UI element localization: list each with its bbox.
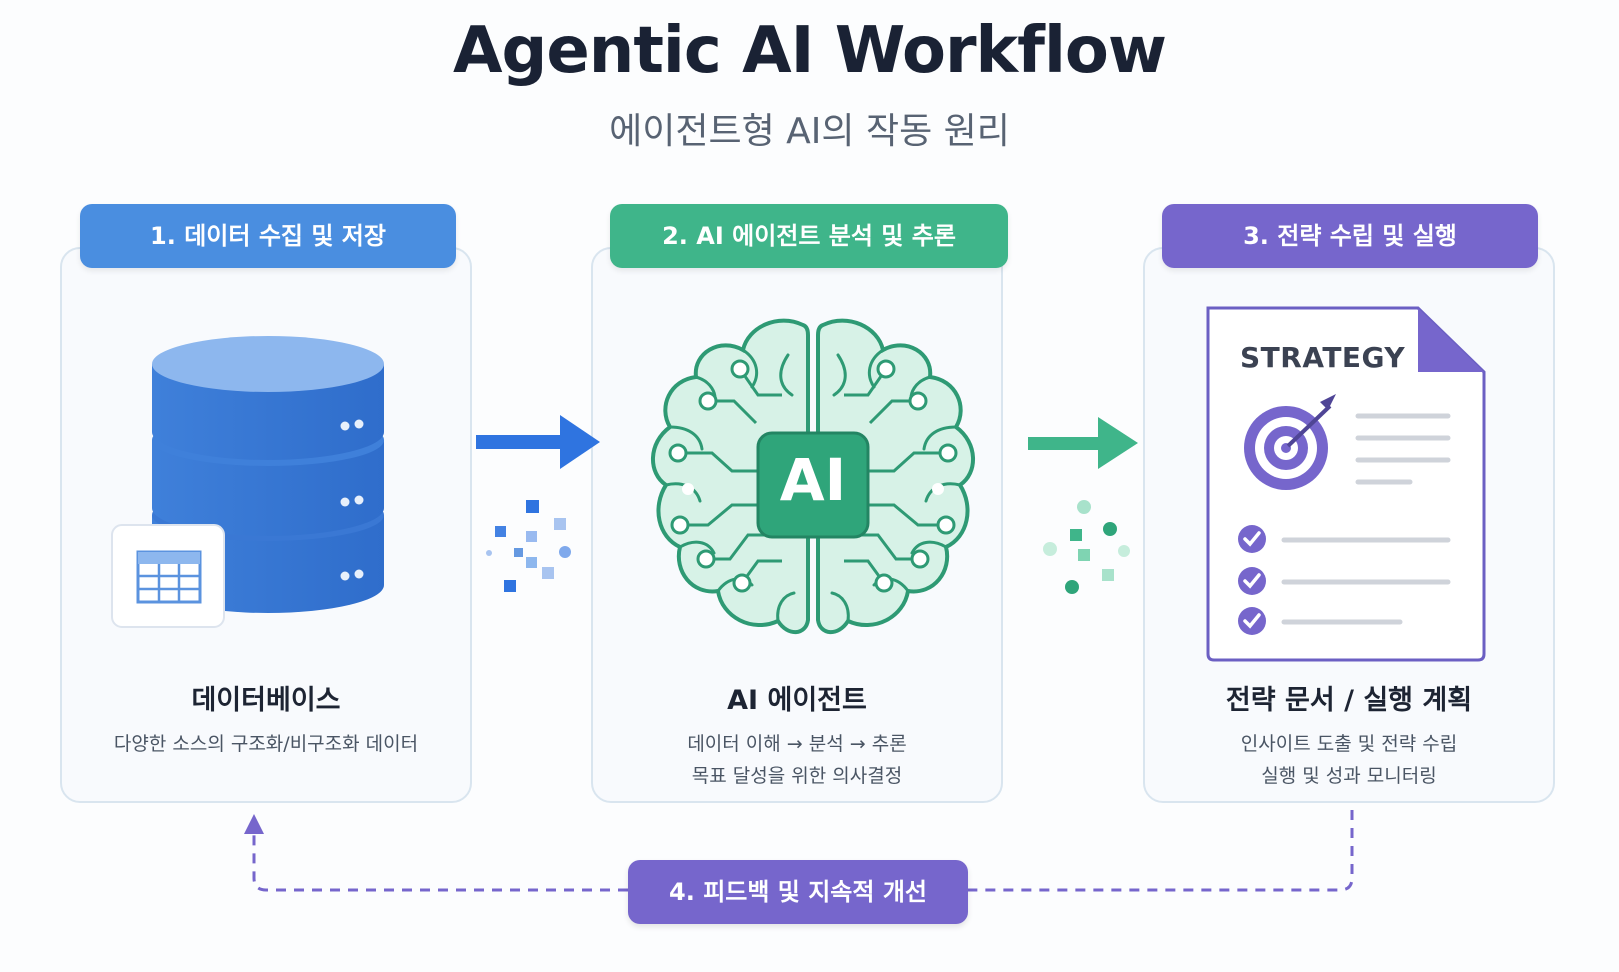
- step-3-desc-line-2: 실행 및 성과 모니터링: [1261, 765, 1437, 787]
- flow-arrow-2: [1028, 417, 1138, 469]
- page-title: Agentic AI Workflow: [453, 14, 1167, 88]
- step-3-tab[interactable]: 3. 전략 수립 및 실행: [1162, 204, 1538, 268]
- feedback-arrowhead-icon: [244, 814, 264, 834]
- data-particles-1: [486, 500, 571, 592]
- step-3-title: 전략 문서 / 실행 계획: [1225, 685, 1473, 716]
- table-icon: [111, 524, 225, 628]
- step-2-desc-line-2: 목표 달성을 위한 의사결정: [691, 765, 903, 787]
- step-1-title: 데이터베이스: [191, 685, 341, 716]
- step-1-tab[interactable]: 1. 데이터 수집 및 저장: [80, 204, 456, 268]
- database-icon: [111, 336, 384, 628]
- flow-arrow-1: [476, 415, 600, 469]
- feedback-step-button[interactable]: 4. 피드백 및 지속적 개선: [628, 860, 968, 924]
- target-icon: [1244, 394, 1336, 490]
- brain-icon: [651, 318, 975, 635]
- step-2-desc-line-1: 데이터 이해 → 분석 → 추론: [687, 733, 907, 755]
- data-particles-2: [1043, 500, 1130, 594]
- strategy-document-icon: [1206, 306, 1486, 662]
- step-3-desc: 인사이트 도출 및 전략 수립 실행 및 성과 모니터링: [1143, 728, 1555, 792]
- step-2-tab[interactable]: 2. AI 에이전트 분석 및 추론: [610, 204, 1008, 268]
- checklist: [1238, 525, 1266, 635]
- step-2-title: AI 에이전트: [727, 685, 867, 716]
- page-subtitle: 에이전트형 AI의 작동 원리: [609, 111, 1010, 152]
- strategy-doc-heading: STRATEGY: [1240, 341, 1406, 374]
- step-3-desc-line-1: 인사이트 도출 및 전략 수립: [1240, 733, 1458, 755]
- step-1-desc: 다양한 소스의 구조화/비구조화 데이터: [60, 728, 472, 760]
- ai-chip-label: AI: [779, 446, 847, 514]
- step-2-desc: 데이터 이해 → 분석 → 추론 목표 달성을 위한 의사결정: [591, 728, 1003, 792]
- step-1-desc-line-1: 다양한 소스의 구조화/비구조화 데이터: [113, 733, 419, 755]
